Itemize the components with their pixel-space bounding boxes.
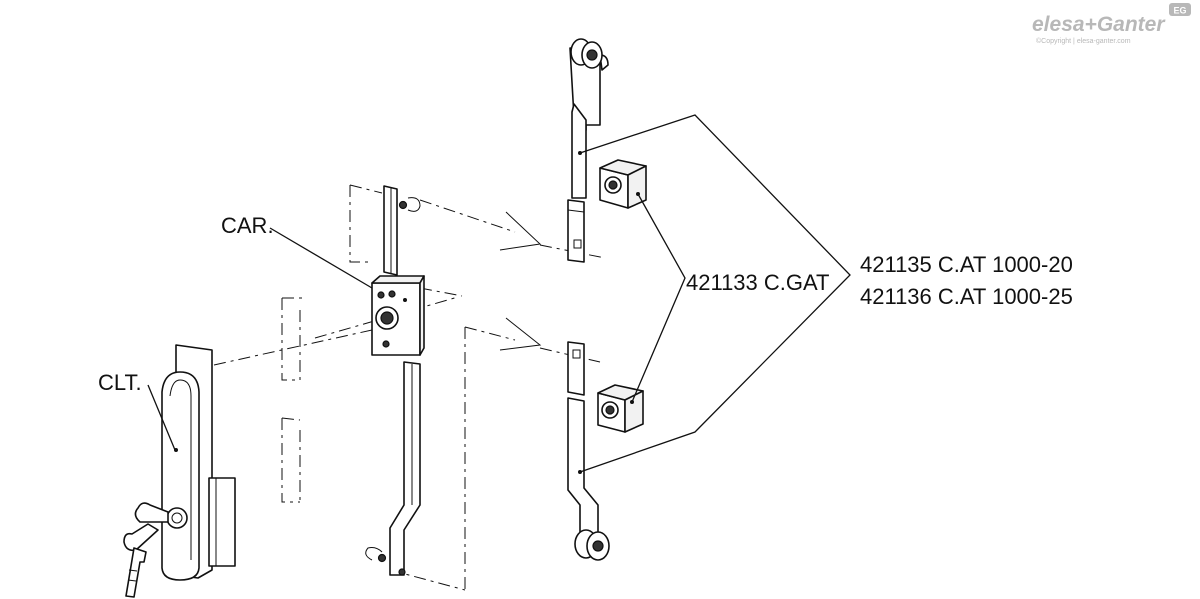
axis-arrows bbox=[499, 211, 542, 351]
upper-rod-end-bar bbox=[571, 103, 587, 199]
lower-rod-end-bar bbox=[567, 397, 599, 549]
leader-lines bbox=[147, 114, 851, 473]
label-car: CAR. bbox=[221, 213, 274, 238]
handle-lever bbox=[161, 371, 200, 581]
key-icon bbox=[123, 502, 188, 598]
upper-rod-set bbox=[567, 38, 609, 263]
lower-clip bbox=[365, 547, 406, 576]
logo-badge-shape bbox=[1169, 3, 1191, 16]
lower-rod bbox=[389, 361, 421, 576]
lock-body-top bbox=[371, 275, 425, 284]
label-clt: CLT. bbox=[98, 370, 142, 395]
logo-text: elesa+Ganter bbox=[1032, 13, 1166, 36]
label-c-gat: 421133 C.GAT bbox=[686, 270, 829, 295]
label-c-at-1000-20: 421135 C.AT 1000-20 bbox=[860, 252, 1073, 277]
upper-rod-tail bbox=[567, 199, 585, 263]
clt-handle bbox=[123, 344, 236, 598]
c-gat-leader bbox=[631, 193, 686, 403]
clt-leader bbox=[147, 384, 176, 451]
lock-body-side bbox=[419, 275, 425, 356]
label-c-at-1000-25: 421136 C.AT 1000-25 bbox=[860, 284, 1073, 309]
car-lock-assembly bbox=[365, 185, 425, 576]
car-leader bbox=[269, 227, 373, 289]
door-cutouts bbox=[281, 310, 301, 502]
c-at-leader bbox=[579, 114, 851, 473]
callout-labels: CAR. CLT. 421133 C.GAT 421135 C.AT 1000-… bbox=[98, 213, 1073, 395]
copyright-text: ©Copyright | elesa-ganter.com bbox=[1036, 37, 1131, 45]
elesa-ganter-logo: elesa+Ganter EG ©Copyright | elesa-gante… bbox=[1032, 3, 1191, 45]
assembly-axes bbox=[213, 184, 606, 591]
upper-guide-block bbox=[599, 159, 647, 209]
logo-badge-text: EG bbox=[1173, 6, 1186, 16]
upper-clip bbox=[398, 197, 421, 212]
lower-rod-set bbox=[567, 341, 610, 561]
lower-guide-block bbox=[597, 384, 644, 433]
lock-housing bbox=[208, 477, 236, 567]
